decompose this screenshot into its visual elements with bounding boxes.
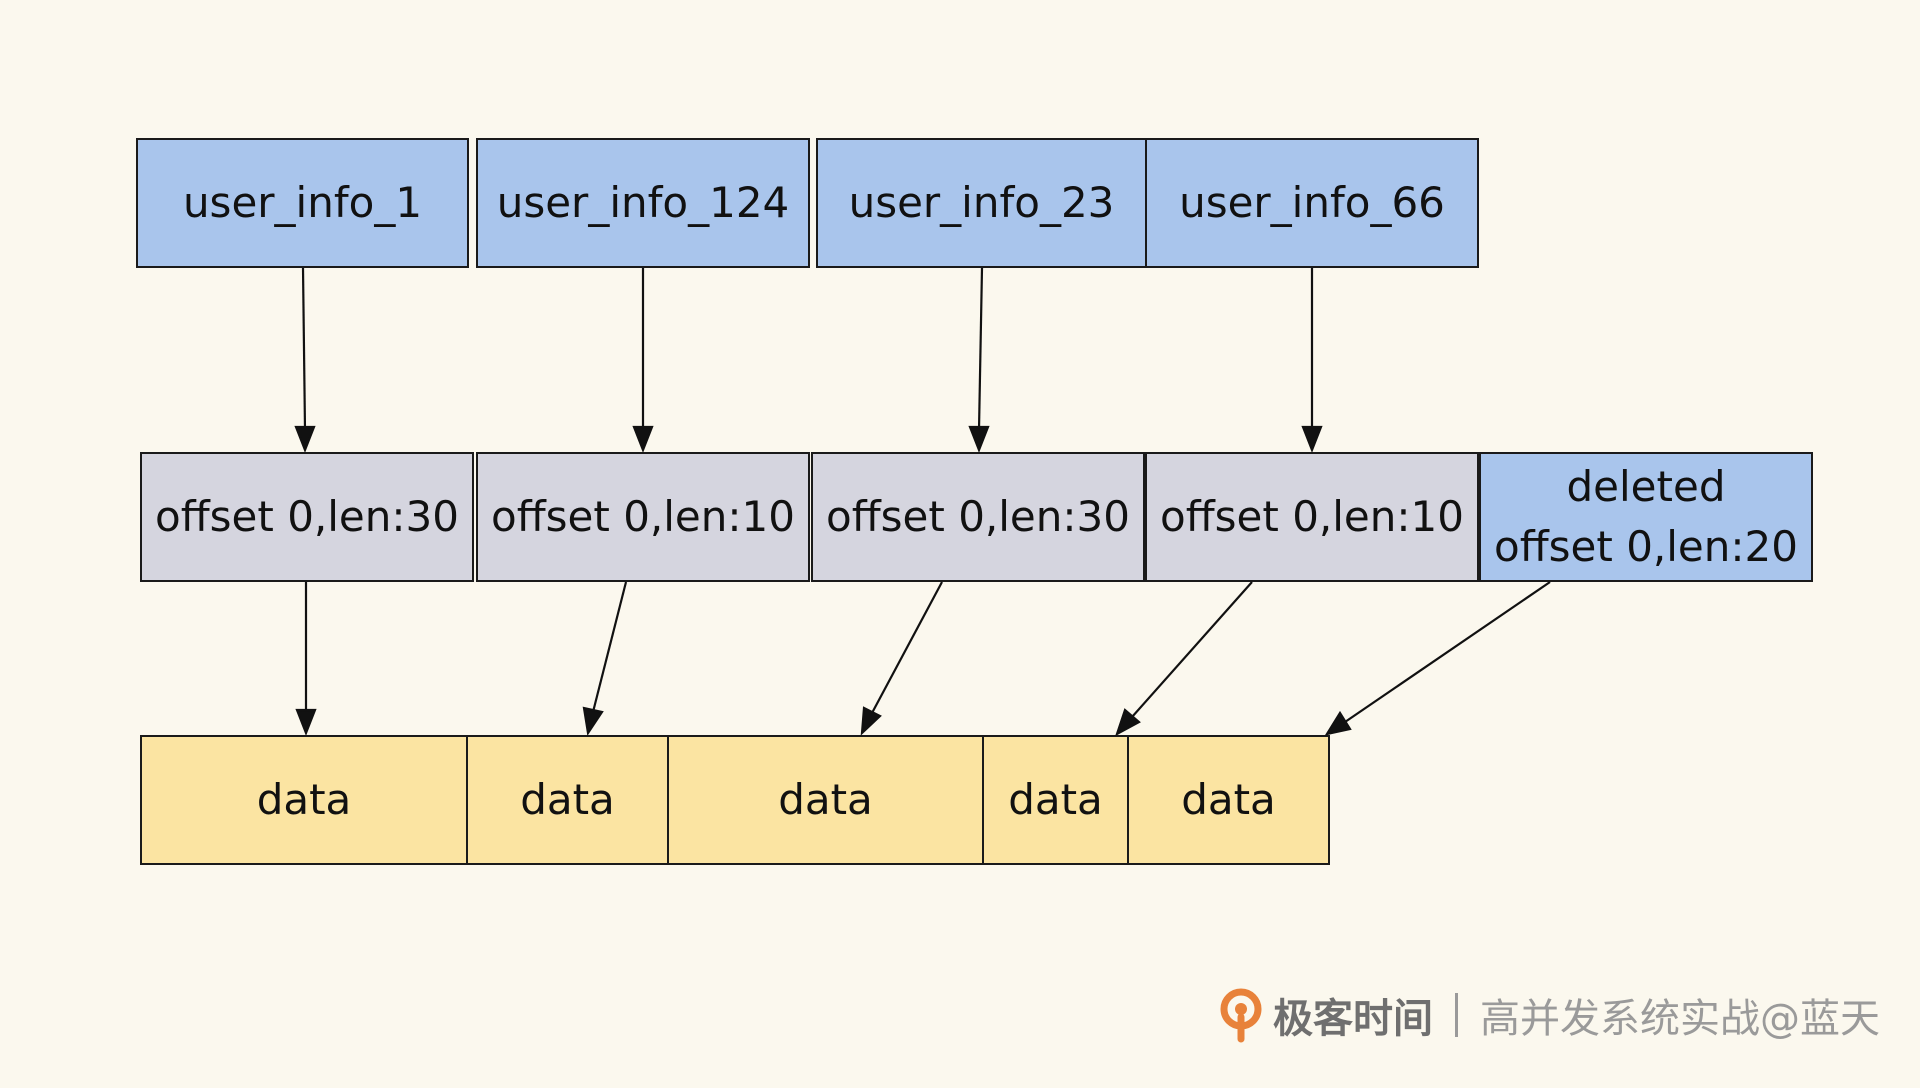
arrow-key1-to-index1	[301, 267, 307, 431]
key-box-2: user_info_124	[476, 138, 810, 268]
data-label: data	[778, 774, 873, 824]
index-entry-1: offset 0,len:30	[140, 452, 474, 582]
arrowhead	[1324, 710, 1352, 736]
index-entry-label: offset 0,len:30	[826, 491, 1130, 541]
key-box-4: user_info_66	[1145, 138, 1479, 268]
arrowhead	[1115, 708, 1141, 737]
data-label: data	[1008, 774, 1103, 824]
data-block-4: data	[982, 735, 1129, 865]
arrowhead	[860, 706, 882, 736]
data-block-2: data	[466, 735, 669, 865]
key-label: user_info_66	[1179, 177, 1445, 227]
arrowhead	[582, 706, 604, 736]
arrowhead	[632, 425, 654, 454]
arrowhead	[1301, 425, 1323, 454]
arrow-deleted-to-data5	[1344, 581, 1551, 723]
data-block-5: data	[1127, 735, 1330, 865]
brand-name: 极客时间	[1273, 996, 1433, 1042]
deleted-offset-label: offset 0,len:20	[1494, 522, 1798, 571]
key-to-index-arrows	[294, 267, 1323, 454]
index-entry-2: offset 0,len:10	[476, 452, 810, 582]
footer-watermark: 极客时间 高并发系统实战@蓝天	[1215, 985, 1880, 1045]
data-label: data	[1181, 774, 1276, 824]
data-block-3: data	[667, 735, 984, 865]
key-label: user_info_1	[182, 177, 423, 227]
deleted-label: deleted	[1566, 461, 1726, 511]
key-label: user_info_124	[496, 177, 790, 227]
data-block-1: data	[140, 735, 468, 865]
data-label: data	[256, 774, 352, 824]
arrowhead	[295, 708, 317, 737]
index-entry-label: offset 0,len:10	[1160, 491, 1464, 541]
course-attribution: 高并发系统实战@蓝天	[1480, 996, 1880, 1042]
arrow-key3-to-index3	[977, 267, 984, 431]
index-to-data-arrows	[295, 581, 1551, 737]
geektime-logo-icon	[1220, 988, 1262, 1043]
index-entry-4: offset 0,len:10	[1145, 452, 1479, 582]
arrowhead	[294, 425, 316, 454]
data-label: data	[520, 774, 615, 824]
arrow-index3-to-data3	[871, 581, 943, 714]
deleted-index-entry: deleted offset 0,len:20	[1479, 452, 1813, 582]
arrow-index2-to-data2	[591, 581, 628, 713]
key-box-1: user_info_1	[136, 138, 469, 268]
arrowhead	[968, 425, 990, 454]
footer-divider	[1455, 993, 1458, 1037]
index-entry-label: offset 0,len:10	[491, 491, 795, 541]
index-entry-3: offset 0,len:30	[811, 452, 1145, 582]
key-label: user_info_23	[848, 177, 1115, 227]
arrow-index4-to-data4	[1131, 581, 1253, 718]
key-box-3: user_info_23	[816, 138, 1147, 268]
index-entry-label: offset 0,len:30	[155, 491, 459, 541]
